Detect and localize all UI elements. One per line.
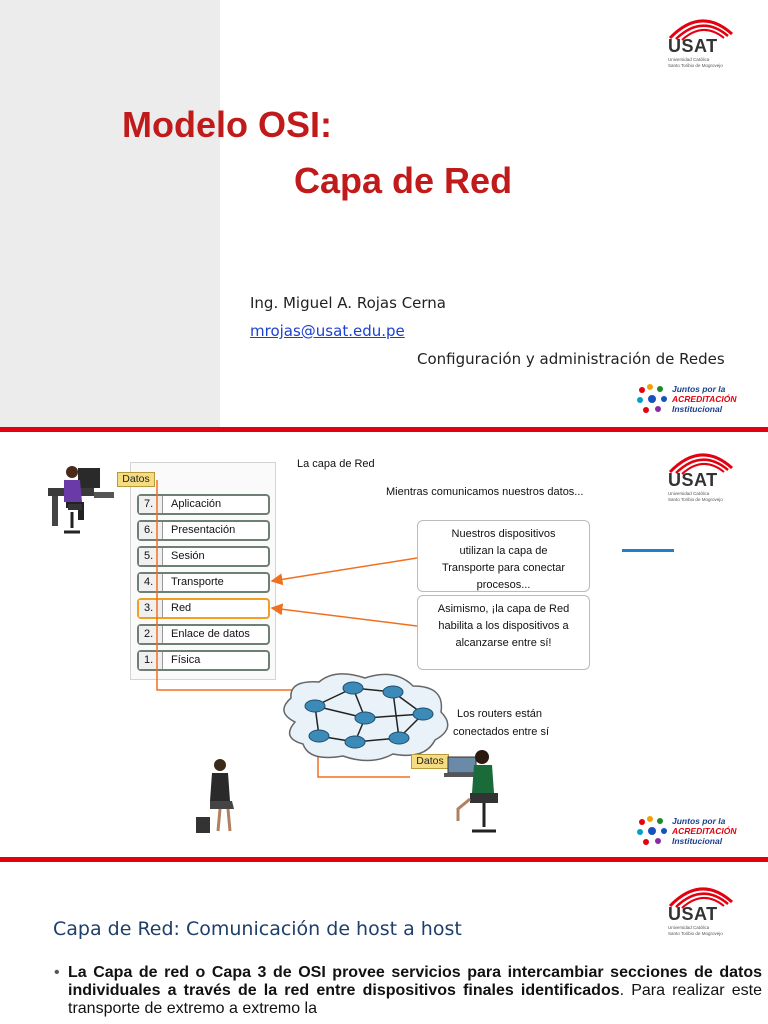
- datos-tag-top: Datos: [117, 472, 155, 487]
- osi-layer-name: Enlace de datos: [171, 628, 250, 640]
- osi-layer: 6.Presentación: [137, 520, 270, 541]
- osi-layer: 7.Aplicación: [137, 494, 270, 515]
- course-name: Configuración y administración de Redes: [417, 350, 725, 368]
- callout-transport: Nuestros dispositivos utilizan la capa d…: [417, 520, 590, 592]
- usat-logo: USAT Universidad Católica Santo Toribio …: [664, 12, 754, 72]
- slide-network-layer-diagram: La capa de Red Mientras comunicamos nues…: [0, 432, 768, 858]
- usat-arc-icon: [668, 887, 734, 909]
- slide-title: USAT Universidad Católica Santo Toribio …: [0, 0, 768, 428]
- routers-text-line: conectados entre sí: [453, 726, 550, 738]
- diagram-title: La capa de Red: [297, 458, 375, 470]
- slide-host-to-host: USAT Universidad Católica Santo Toribio …: [0, 862, 768, 1024]
- left-gray-panel: [0, 0, 220, 428]
- body-regular-text: . Para realizar este transporte de extre…: [68, 982, 762, 1017]
- author-name: Ing. Miguel A. Rojas Cerna: [250, 294, 446, 312]
- jumbos-line-1: Juntos por la: [672, 816, 726, 826]
- slide-separator-1: [0, 427, 768, 432]
- usat-subtitle-2: Santo Toribio de Mogrovejo: [668, 497, 723, 502]
- usat-logo-2: USAT Universidad Católica Santo Toribio …: [664, 446, 754, 506]
- jumbos-logo: Juntos por la ACREDITACIÓN Institucional: [636, 382, 737, 416]
- woman-at-laptop-icon: [444, 750, 498, 833]
- osi-layer: 5.Sesión: [137, 546, 270, 567]
- routers-text-line: Los routers están: [457, 708, 542, 720]
- jumbos-people-icon: [637, 816, 667, 845]
- jumbos-text: Juntos por la ACREDITACIÓN Institucional: [672, 384, 737, 414]
- usat-word: USAT: [668, 470, 718, 490]
- callout-network-line: habilita a los dispositivos a: [438, 620, 569, 632]
- osi-layer-name: Red: [171, 602, 192, 614]
- osi-layer-name: Sesión: [171, 550, 205, 562]
- callout-transport-line: utilizan la capa de: [459, 545, 548, 557]
- jumbos-text: Juntos por la ACREDITACIÓN Institucional: [672, 816, 737, 846]
- callout-network-line: Asimismo, ¡la capa de Red: [437, 603, 570, 615]
- diagram-subtitle: Mientras comunicamos nuestros datos...: [386, 486, 584, 498]
- woman-sitting-icon: [196, 759, 234, 833]
- jumbos-logo-2: Juntos por la ACREDITACIÓN Institucional: [636, 814, 737, 848]
- callout-transport-line: Transporte para conectar: [441, 562, 566, 574]
- usat-subtitle: Universidad Católica: [668, 491, 710, 496]
- person-at-computer-icon: [48, 466, 114, 534]
- body-bold-text: La Capa de red o Capa 3 de OSI provee se…: [68, 964, 762, 999]
- usat-subtitle-2: Santo Toribio de Mogrovejo: [668, 931, 723, 936]
- usat-arc-icon: [668, 453, 734, 475]
- jumbos-line-2: ACREDITACIÓN: [672, 826, 737, 836]
- section-heading: Capa de Red: Comunicación de host a host: [53, 918, 462, 940]
- blue-accent-line: [622, 549, 674, 552]
- usat-word: USAT: [668, 36, 718, 56]
- osi-layer-name: Física: [171, 654, 201, 666]
- osi-layer-name: Presentación: [171, 524, 236, 536]
- slide-separator-2: [0, 857, 768, 862]
- callout-transport-line: Nuestros dispositivos: [451, 528, 556, 540]
- usat-arc-icon: [668, 19, 734, 41]
- osi-layer-name: Aplicación: [171, 498, 222, 510]
- datos-tag-bottom: Datos: [411, 754, 449, 769]
- usat-subtitle: Universidad Católica: [668, 57, 710, 62]
- usat-logo-3: USAT Universidad Católica Santo Toribio …: [664, 880, 754, 940]
- author-email-link[interactable]: mrojas@usat.edu.pe: [250, 322, 405, 340]
- usat-word: USAT: [668, 904, 718, 924]
- usat-subtitle-2: Santo Toribio de Mogrovejo: [668, 63, 723, 68]
- bullet-marker: •: [54, 964, 60, 981]
- title-line-2: Capa de Red: [294, 160, 513, 201]
- jumbos-line-1: Juntos por la: [672, 384, 726, 394]
- router-network-cloud-icon: [283, 673, 449, 762]
- jumbos-people-icon: [637, 384, 667, 413]
- jumbos-line-3: Institucional: [672, 836, 723, 846]
- usat-subtitle: Universidad Católica: [668, 925, 710, 930]
- title-line-1: Modelo OSI:: [122, 104, 332, 145]
- osi-layer-name: Transporte: [171, 576, 224, 588]
- body-paragraph: La Capa de red o Capa 3 de OSI provee se…: [68, 964, 762, 1018]
- connection-arrows: [156, 480, 418, 778]
- jumbos-line-2: ACREDITACIÓN: [672, 394, 737, 404]
- jumbos-line-3: Institucional: [672, 404, 723, 414]
- callout-network-line: alcanzarse entre sí!: [455, 637, 552, 649]
- callout-transport-line: procesos...: [476, 579, 531, 591]
- callout-network: Asimismo, ¡la capa de Red habilita a los…: [417, 595, 590, 670]
